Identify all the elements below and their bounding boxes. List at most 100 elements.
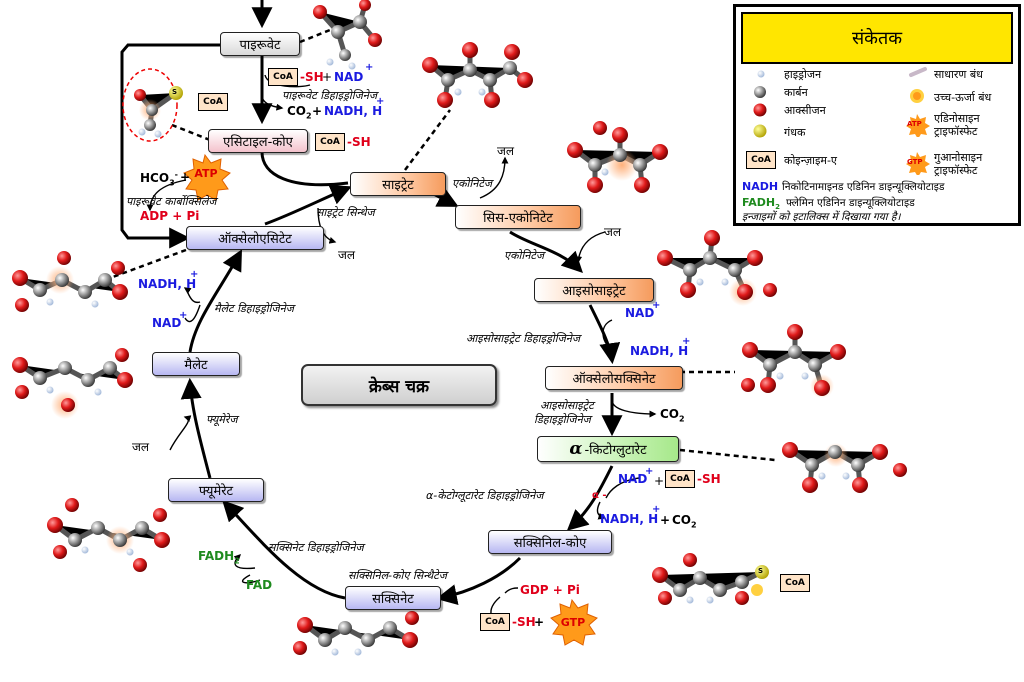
nad-label: NAD: [625, 306, 655, 320]
legend: संकेतक हाइड्रोजन कार्बन आक्सीजन गंधक CoA…: [733, 4, 1021, 226]
legend-oxygen: आक्सीजन: [784, 104, 826, 117]
water-label: जल: [132, 440, 150, 454]
alpha-symbol: α: [569, 439, 583, 459]
legend-title: संकेतक: [741, 12, 1013, 64]
sulfur-icon: [753, 124, 767, 138]
pyruvate-box: पाइरूवेट: [220, 32, 300, 56]
coa-tag: CoA: [780, 574, 810, 592]
nad-label: NAD: [152, 316, 182, 330]
hco3-sub: 3: [169, 178, 175, 188]
legend-nadh-desc: निकोटिनामाइनड एडिनिन डाइन्यूक्लियोटाइड: [782, 181, 945, 193]
nad-charge: +: [365, 62, 374, 73]
atp-burst: ATP: [194, 166, 218, 180]
high-energy-bond-icon: [910, 89, 924, 103]
gtp-burst: GTP: [560, 615, 586, 629]
legend-gtp-line1: गुआनोसाइन: [934, 151, 983, 164]
enzyme-malate-dehydrogenase: मैलेट डिहाइड्रोजिनेज: [214, 302, 294, 315]
diagram-title: क्रेब्स चक्र: [301, 364, 497, 406]
enzyme-aconitase: एकोनिटेज: [504, 249, 545, 262]
hco3-charge: -: [174, 170, 178, 179]
legend-note: इन्जाइमों को इटालिक्स में दिखाया गया है।: [742, 211, 901, 223]
co2-label: CO2: [287, 104, 312, 120]
coa-tag: CoA: [480, 613, 510, 631]
water-label: जल: [497, 144, 515, 158]
legend-atp-line1: एडिनोसाइन: [934, 112, 980, 125]
enzyme-aconitase: एकोनिटेज: [452, 177, 493, 190]
nadh-label: NADH, H: [600, 512, 659, 526]
legend-fadh-desc: फ्लेमिन एडिनिन डाइन्यूक्लियोटाइड: [786, 197, 915, 209]
adp-pi-label: ADP + Pi: [140, 209, 200, 223]
legend-high-energy-bond: उच्च-ऊर्जा बंध: [934, 91, 992, 104]
nad-label: NAD: [334, 70, 364, 84]
sulfur-label: S: [172, 88, 178, 96]
coa-tag: CoA: [268, 68, 298, 86]
coa-tag: CoA: [665, 470, 695, 488]
co2-label: CO2: [672, 513, 697, 529]
nadh-label: NADH, H: [324, 104, 383, 118]
legend-nadh-key: NADH: [742, 180, 779, 193]
fumarate-box: फ्यूमेरेट: [168, 478, 264, 502]
legend-fadh-text: FADH: [742, 196, 776, 209]
nadh-label: NADH, H: [138, 277, 197, 291]
succinyl-coa-box: सक्सिनिल-कोए: [488, 530, 612, 554]
hco3-label: HCO3-: [140, 170, 178, 187]
coa-tag: CoA: [198, 93, 228, 111]
oxaloacetate-box: ऑक्सेलोएसिटेट: [186, 226, 324, 250]
legend-sulfur: गंधक: [784, 126, 806, 139]
enzyme-isocitrate-dehydrogenase: आइसोसाइट्रेट डिहाइड्रोजिनेज: [466, 332, 581, 345]
coa-tag: CoA: [315, 133, 345, 151]
carbon-icon: [754, 86, 766, 98]
legend-coenzyme-a: कोइन्ज़ाइम-ए: [784, 154, 838, 167]
co2-sub: 2: [306, 111, 312, 121]
plus-sign: +: [312, 104, 323, 118]
oxygen-icon: [753, 103, 767, 117]
alpha-ketoglutarate-label: -किटोग्लुटारेट: [584, 443, 647, 458]
enzyme-pyruvate-dehydrogenase: पाइरूवेट डिहाइड्रोजिनेज: [282, 89, 378, 102]
co2-label: CO2: [660, 407, 685, 423]
atp-icon-label: ATP: [907, 120, 922, 128]
fad-label: FAD: [246, 578, 273, 592]
gtp-icon-label: GTP: [907, 158, 923, 166]
water-label: जल: [338, 248, 356, 262]
nad-charge: +: [652, 300, 661, 311]
legend-gtp-line2: ट्राइफॉस्फेट: [934, 164, 978, 177]
sh-label: -SH: [300, 70, 324, 84]
nad-charge: +: [645, 466, 654, 477]
gdp-pi-label: GDP + Pi: [520, 583, 580, 597]
alpha-ketoglutarate-box: α -किटोग्लुटारेट: [537, 436, 679, 462]
co2-text: CO: [660, 407, 680, 421]
enzyme-pyruvate-carboxylase: पाइरूवेट कार्बोक्सिलेज: [126, 195, 217, 208]
fadh-text: FADH: [198, 549, 235, 563]
sh-label: -SH: [697, 472, 721, 486]
legend-carbon: कार्बन: [784, 86, 808, 99]
fadh2-label: FADH2: [198, 549, 240, 565]
co2-text: CO: [287, 104, 307, 118]
nad-charge: +: [179, 310, 188, 321]
isocitrate-box: आइसोसाइट्रेट: [534, 278, 654, 302]
enzyme-isocitrate-dh-line1: आइसोसाइट्रेट: [540, 399, 594, 412]
sh-label: -SH: [347, 135, 371, 149]
hydrogen-icon: [757, 70, 765, 78]
atp-icon: [906, 114, 930, 137]
ordinary-bond-icon: [909, 67, 927, 77]
gtp-icon: [906, 152, 930, 175]
oxalosuccinate-box: ऑक्सेलोसक्सिनेट: [545, 366, 683, 390]
co2-sub: 2: [691, 520, 697, 530]
enzyme-isocitrate-dh-line2: डिहाइड्रोजिनेज: [534, 413, 591, 426]
h-charge: +: [376, 96, 385, 107]
succinate-box: सक्सिनेट: [345, 586, 441, 610]
h-charge: +: [652, 504, 661, 515]
legend-fadh-key: FADH2: [742, 196, 780, 211]
fadh-sub: 2: [234, 556, 240, 566]
plus-sign: +: [660, 513, 671, 527]
nadh-label: NADH, H: [630, 344, 689, 358]
citrate-box: साइट्रेट: [350, 172, 446, 196]
legend-ordinary-bond: साधारण बंध: [934, 68, 983, 81]
co2-text: CO: [672, 513, 692, 527]
legend-atp-line2: ट्राइफॉस्फेट: [934, 125, 978, 138]
coa-legend-icon: CoA: [746, 151, 776, 169]
alpha-minus-label: α -: [592, 490, 607, 501]
legend-fadh-sub: 2: [775, 203, 780, 212]
hco3-text: HCO: [140, 171, 170, 185]
